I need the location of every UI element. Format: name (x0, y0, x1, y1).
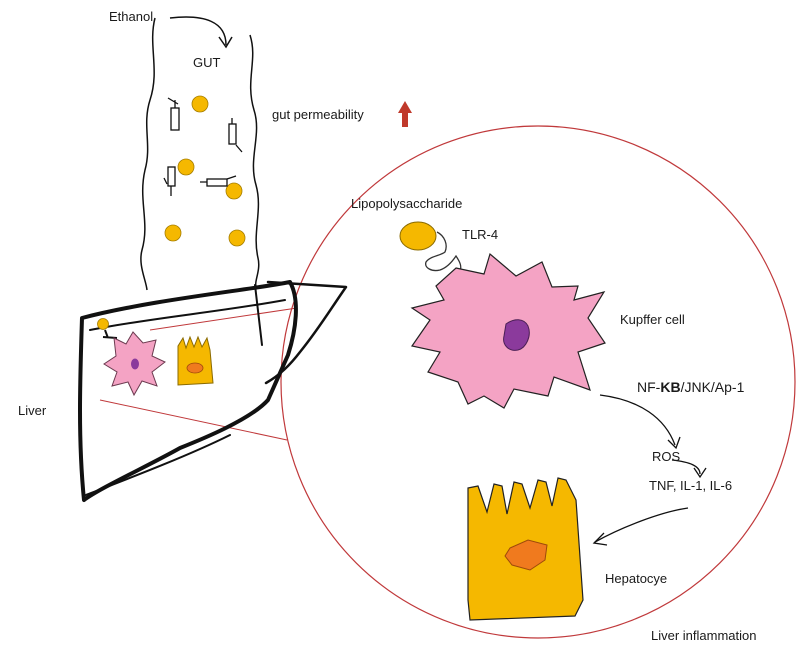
ros-label: ROS (652, 449, 680, 464)
tlr4-label: TLR-4 (462, 227, 498, 242)
gut-permeability-label: gut permeability (272, 107, 364, 122)
bacterium (226, 183, 242, 199)
small-hepatocyte (178, 337, 213, 385)
lipopolysaccharide-blob (400, 222, 436, 250)
pathway-kb: KB (660, 379, 680, 395)
cytokines-label: TNF, IL-1, IL-6 (649, 478, 732, 493)
liver-outline (80, 282, 346, 500)
arrow-up-icon (398, 101, 412, 127)
small-receptor (103, 330, 117, 338)
ethanol-label: Ethanol (109, 9, 153, 24)
small-kupffer-nucleus (131, 359, 139, 370)
bacterium (165, 225, 181, 241)
liver-label: Liver (18, 403, 46, 418)
hepatocye-label: Hepatocye (605, 571, 667, 586)
arrow-to-hepatocyte (595, 508, 688, 542)
ethanol-arrow (170, 17, 226, 45)
gut-junctions (164, 98, 242, 196)
liver-bacterium (98, 319, 109, 330)
bacterium (229, 230, 245, 246)
bacterium (192, 96, 208, 112)
gut-label: GUT (193, 55, 220, 70)
bacterium (178, 159, 194, 175)
pathway-label: NF-KB/JNK/Ap-1 (637, 379, 744, 395)
liver-inflammation-label: Liver inflammation (651, 628, 757, 643)
small-hepatocyte-nucleus (187, 363, 203, 373)
pathway-suffix: /JNK/Ap-1 (681, 379, 745, 395)
gut-bacteria (165, 96, 245, 246)
kupffer-cell-label: Kupffer cell (620, 312, 685, 327)
arrow-to-ros (600, 395, 675, 445)
pathway-prefix: NF- (637, 379, 660, 395)
lipopolysaccharide-label: Lipopolysaccharide (351, 196, 462, 211)
